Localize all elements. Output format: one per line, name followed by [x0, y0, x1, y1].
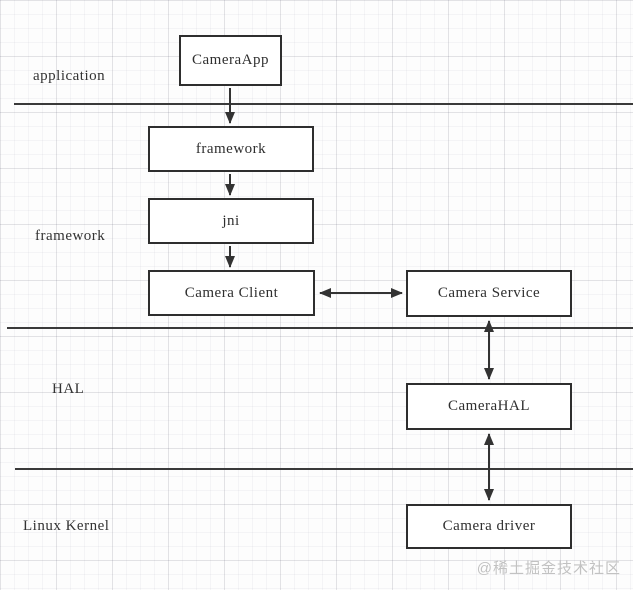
layer-divider-framework-hal	[7, 327, 633, 329]
node-jni-label: jni	[222, 212, 240, 229]
layer-label-application: application	[33, 68, 106, 84]
layer-label-framework: framework	[35, 228, 106, 244]
node-camera-driver: Camera driver	[406, 504, 572, 549]
node-cameraapp: CameraApp	[179, 35, 282, 86]
node-camera-driver-label: Camera driver	[442, 518, 536, 534]
node-camera-client-label: Camera Client	[184, 284, 279, 301]
node-camerahal-label: CameraHAL	[448, 398, 530, 414]
node-camera-service: Camera Service	[406, 270, 572, 317]
layer-divider-hal-kernel	[15, 468, 633, 470]
node-jni: jni	[148, 198, 314, 244]
layer-label-hal: HAL	[52, 381, 85, 397]
node-framework-label: framework	[195, 140, 267, 157]
node-camera-client: Camera Client	[148, 270, 315, 316]
juejin-watermark: @稀土掘金技术社区	[476, 560, 621, 577]
node-camera-service-label: Camera Service	[437, 285, 541, 301]
layer-label-linux-kernel: Linux Kernel	[23, 518, 110, 534]
node-camerahal: CameraHAL	[406, 383, 572, 430]
layer-divider-application-framework	[14, 103, 633, 105]
node-framework: framework	[148, 126, 314, 172]
node-cameraapp-label: CameraApp	[192, 52, 269, 68]
